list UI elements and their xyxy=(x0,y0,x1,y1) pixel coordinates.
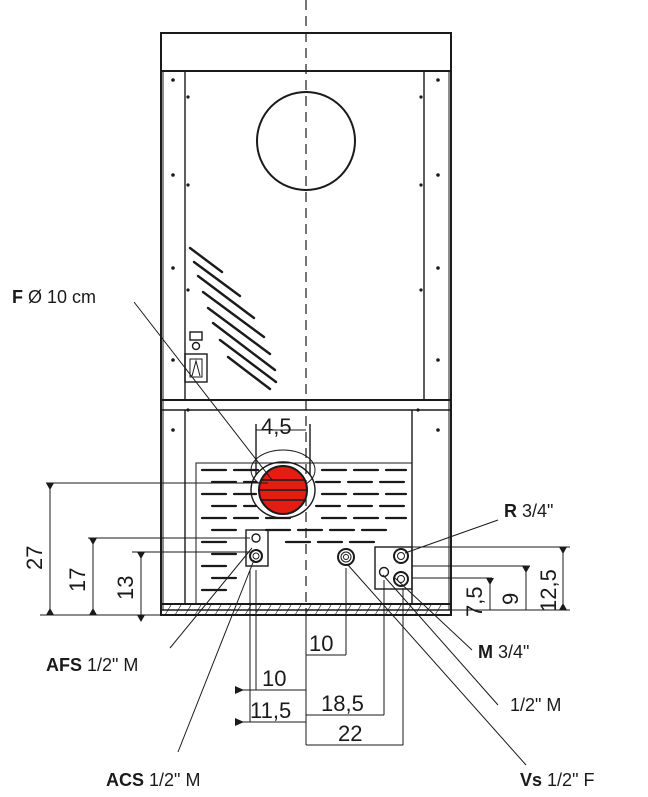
dim-17: 17 xyxy=(65,568,90,592)
right-dimension-lines xyxy=(412,546,570,611)
dim-9: 9 xyxy=(498,593,523,605)
dim-10-gas: 10 xyxy=(309,631,333,656)
dim-11-5: 11,5 xyxy=(250,698,291,723)
label-flue: F Ø 10 cm xyxy=(12,287,96,307)
dim-27: 27 xyxy=(22,546,47,570)
label-afs: AFS 1/2" M xyxy=(46,655,138,675)
dim-13: 13 xyxy=(113,576,138,600)
label-gas: 1/2" M xyxy=(510,695,561,715)
lower-vent-slots xyxy=(200,468,408,592)
bottom-dimension-lines xyxy=(235,429,404,746)
label-return: R 3/4" xyxy=(504,501,553,521)
upper-vent-slots xyxy=(188,246,278,391)
gas-fitting xyxy=(337,548,355,566)
dim-7-5: 7,5 xyxy=(462,586,487,617)
label-flow: M 3/4" xyxy=(478,642,529,662)
dim-18-5: 18,5 xyxy=(321,691,364,716)
label-acs: ACS 1/2" M xyxy=(106,770,200,790)
dim-12-5: 12,5 xyxy=(536,569,561,612)
left-fittings xyxy=(245,529,269,567)
dim-10-left: 10 xyxy=(262,666,286,691)
lower-vent-panel xyxy=(195,462,413,605)
leader-lines xyxy=(133,301,527,766)
left-dimension-lines xyxy=(40,482,268,616)
label-vs: Vs 1/2" F xyxy=(520,770,594,790)
dim-flue-offset: 4,5 xyxy=(261,414,292,439)
dim-22: 22 xyxy=(338,721,362,746)
right-fittings xyxy=(374,546,413,590)
switch-panel xyxy=(184,331,208,383)
top-opening xyxy=(256,91,356,191)
